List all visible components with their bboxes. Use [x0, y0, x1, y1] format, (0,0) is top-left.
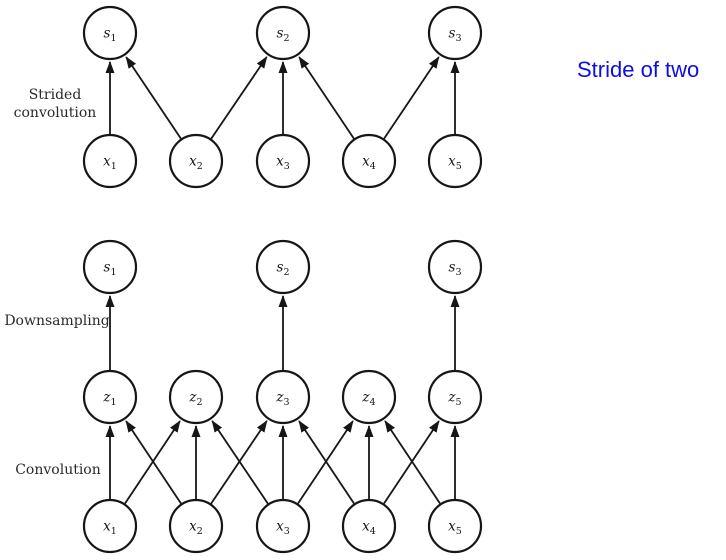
- node-label-strided-convolution-graph-x4: x4: [362, 154, 376, 173]
- edge-x3-z4: [297, 420, 354, 504]
- node-convolution-downsampling-graph-z1: [82, 369, 138, 425]
- node-convolution-downsampling-graph-x2: [168, 498, 224, 554]
- node-label-convolution-downsampling-graph-z3: z3: [275, 390, 289, 409]
- node-strided-convolution-graph-s2: [255, 5, 311, 61]
- node-label-convolution-downsampling-graph-z2: z2: [188, 390, 202, 409]
- label-downsampling: Downsampling: [4, 313, 110, 329]
- node-convolution-downsampling-graph-z5: [427, 369, 483, 425]
- node-strided-convolution-graph-s3: [427, 5, 483, 61]
- node-strided-convolution-graph-x4: [341, 133, 397, 189]
- node-label-strided-convolution-graph-s3: s3: [449, 26, 462, 45]
- node-label-convolution-downsampling-graph-x1: x1: [103, 519, 117, 538]
- node-label-convolution-downsampling-graph-z1: z1: [102, 390, 116, 409]
- convolution-downsampling-graph: s1 s2 s3 z1 z2 z3 z4 z5 x1 x2 x3 x4 x5: [82, 239, 483, 554]
- edge-x5-z4: [384, 420, 441, 504]
- node-strided-convolution-graph-s1: [82, 5, 138, 61]
- node-convolution-downsampling-graph-s3: [427, 239, 483, 295]
- node-label-strided-convolution-graph-s1: s1: [104, 26, 117, 45]
- label-convolution: Convolution: [15, 462, 101, 478]
- strided-convolution-graph: s1 s2 s3 x1 x2 x3 x4 x5: [82, 5, 483, 189]
- label-strided-line2: convolution: [13, 105, 97, 121]
- node-label-strided-convolution-graph-x1: x1: [103, 154, 117, 173]
- edge-x1-z2: [124, 420, 181, 504]
- node-convolution-downsampling-graph-x1: [82, 498, 138, 554]
- node-convolution-downsampling-graph-s1: [82, 239, 138, 295]
- node-label-convolution-downsampling-graph-z5: z5: [447, 390, 461, 409]
- edge-x2-s1: [125, 56, 182, 140]
- node-label-convolution-downsampling-graph-s2: s2: [277, 260, 290, 279]
- edge-x3-z2: [211, 420, 269, 505]
- node-strided-convolution-graph-x3: [255, 133, 311, 189]
- edge-x2-z3: [210, 420, 268, 505]
- edge-x4-s2: [298, 56, 355, 140]
- node-convolution-downsampling-graph-z3: [255, 369, 311, 425]
- edge-x4-s3: [383, 56, 440, 140]
- stride-of-two-note: Stride of two: [577, 57, 700, 82]
- node-convolution-downsampling-graph-x5: [427, 498, 483, 554]
- node-label-convolution-downsampling-graph-x2: x2: [189, 519, 203, 538]
- edge-x2-s2: [210, 56, 268, 140]
- node-label-strided-convolution-graph-x2: x2: [189, 154, 203, 173]
- edge-x2-z1: [125, 420, 182, 504]
- node-strided-convolution-graph-x5: [427, 133, 483, 189]
- node-label-convolution-downsampling-graph-x5: x5: [448, 519, 462, 538]
- edge-x4-z3: [298, 420, 355, 504]
- node-label-convolution-downsampling-graph-x4: x4: [362, 519, 376, 538]
- node-convolution-downsampling-graph-x4: [341, 498, 397, 554]
- node-label-strided-convolution-graph-x5: x5: [448, 154, 462, 173]
- node-label-convolution-downsampling-graph-x3: x3: [276, 519, 290, 538]
- node-convolution-downsampling-graph-s2: [255, 239, 311, 295]
- node-convolution-downsampling-graph-z4: [341, 369, 397, 425]
- node-convolution-downsampling-graph-z2: [168, 369, 224, 425]
- label-strided-convolution: Strided convolution: [6, 86, 104, 122]
- label-strided-line1: Strided: [28, 87, 82, 103]
- node-convolution-downsampling-graph-x3: [255, 498, 311, 554]
- node-label-strided-convolution-graph-s2: s2: [277, 26, 290, 45]
- node-strided-convolution-graph-x1: [82, 133, 138, 189]
- node-label-convolution-downsampling-graph-s3: s3: [449, 260, 462, 279]
- node-label-strided-convolution-graph-x3: x3: [276, 154, 290, 173]
- node-strided-convolution-graph-x2: [168, 133, 224, 189]
- edge-x4-z5: [383, 420, 440, 504]
- node-label-convolution-downsampling-graph-s1: s1: [104, 260, 117, 279]
- node-label-convolution-downsampling-graph-z4: z4: [361, 390, 375, 409]
